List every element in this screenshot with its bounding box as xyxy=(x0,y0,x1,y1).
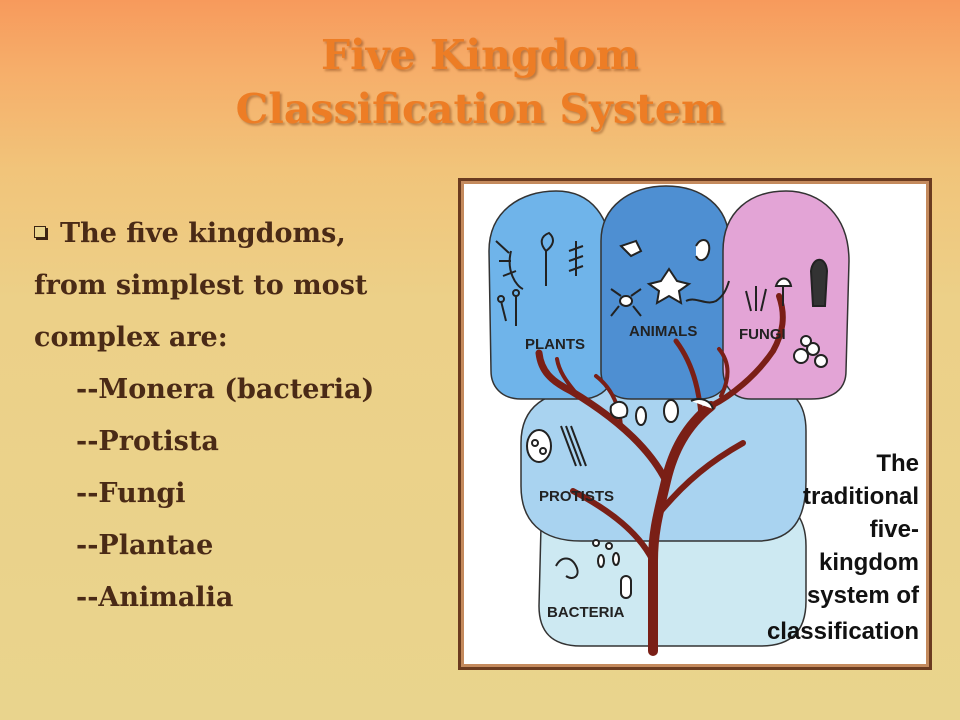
kingdom-item-plantae: --Plantae xyxy=(76,530,214,561)
title-line-2: Classification System xyxy=(235,85,725,133)
bacteria-organisms-icon xyxy=(555,539,632,599)
bullet-intro-text-1: The five kingdoms, xyxy=(60,218,346,249)
phylogenetic-tree xyxy=(535,293,786,656)
five-kingdom-tree-diagram: PLANTS ANIMALS FUNGI PROTISTS BACTERIA T… xyxy=(488,185,920,656)
bullet-intro-line-2: from simplest to most xyxy=(34,270,368,301)
label-protists: PROTISTS xyxy=(539,488,614,505)
plants-region xyxy=(488,190,614,400)
label-plants: PLANTS xyxy=(525,336,585,353)
caption-line-3: five- xyxy=(870,516,919,543)
caption-line-1: The xyxy=(876,450,919,477)
label-bacteria: BACTERIA xyxy=(547,604,625,621)
caption-line-6: classification xyxy=(767,618,919,645)
animal-organisms-icon xyxy=(610,239,730,317)
caption-line-4: kingdom xyxy=(819,549,919,576)
kingdom-item-fungi: --Fungi xyxy=(76,478,186,509)
fungi-region xyxy=(722,190,850,400)
five-kingdom-figure: PLANTS ANIMALS FUNGI PROTISTS BACTERIA T… xyxy=(458,178,932,670)
kingdom-list: The five kingdoms, from simplest to most… xyxy=(34,208,454,624)
title-line-1: Five Kingdom xyxy=(321,31,639,79)
label-animals: ANIMALS xyxy=(629,323,697,340)
kingdom-item-monera: --Monera (bacteria) xyxy=(76,374,375,405)
slide-title: Five Kingdom Classification System xyxy=(0,28,960,136)
caption-line-2: traditional xyxy=(803,483,919,510)
kingdom-item-animalia: --Animalia xyxy=(76,582,234,613)
label-fungi: FUNGI xyxy=(739,326,786,343)
square-bullet-icon xyxy=(34,225,46,238)
fungi-organisms-icon xyxy=(745,258,829,368)
bullet-intro-line-1: The five kingdoms, xyxy=(34,208,454,260)
protist-organisms-icon xyxy=(526,398,714,467)
plant-organisms-icon xyxy=(495,231,584,326)
kingdom-item-protista: --Protista xyxy=(76,426,219,457)
figure-caption: The traditional five- kingdom system of … xyxy=(767,450,920,645)
bullet-intro-line-3: complex are: xyxy=(34,322,228,353)
caption-line-5: system of xyxy=(807,582,920,609)
